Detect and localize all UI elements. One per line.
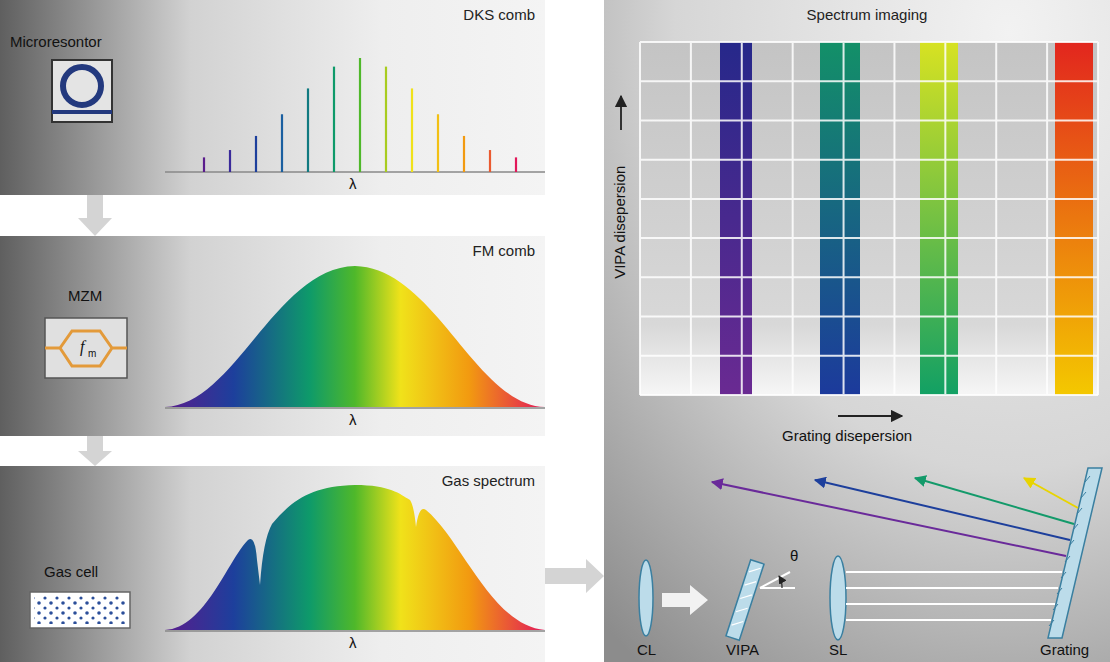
part-label: MZM bbox=[68, 288, 102, 305]
part-label: λ bbox=[349, 635, 357, 652]
panel-title: DKS comb bbox=[0, 0, 545, 29]
part-label: Grating disepersion bbox=[782, 428, 912, 445]
part-label: θ bbox=[790, 548, 798, 565]
part-label: CL bbox=[637, 642, 656, 659]
flow-arrow bbox=[78, 436, 112, 466]
part-label: SL bbox=[829, 642, 847, 659]
axis-label: VIPA disepersion bbox=[613, 165, 630, 278]
flow-arrow bbox=[545, 559, 604, 593]
part-label: f bbox=[80, 338, 84, 356]
part-label: Microresontor bbox=[10, 34, 102, 51]
panel-title: Gas spectrum bbox=[0, 466, 545, 495]
part-label: m bbox=[88, 348, 96, 359]
part-label: λ bbox=[349, 412, 357, 429]
part-label: Gas cell bbox=[44, 564, 98, 581]
panel: Spectrum imaging bbox=[604, 0, 1110, 662]
part-label: Grating bbox=[1040, 642, 1089, 659]
panel-title: FM comb bbox=[0, 236, 545, 265]
flow-arrow bbox=[78, 195, 112, 236]
panel: FM comb bbox=[0, 236, 545, 436]
part-label: λ bbox=[349, 176, 357, 193]
panel: DKS comb bbox=[0, 0, 545, 195]
panel-title: Spectrum imaging bbox=[604, 0, 1110, 29]
part-label: VIPA bbox=[726, 642, 759, 659]
